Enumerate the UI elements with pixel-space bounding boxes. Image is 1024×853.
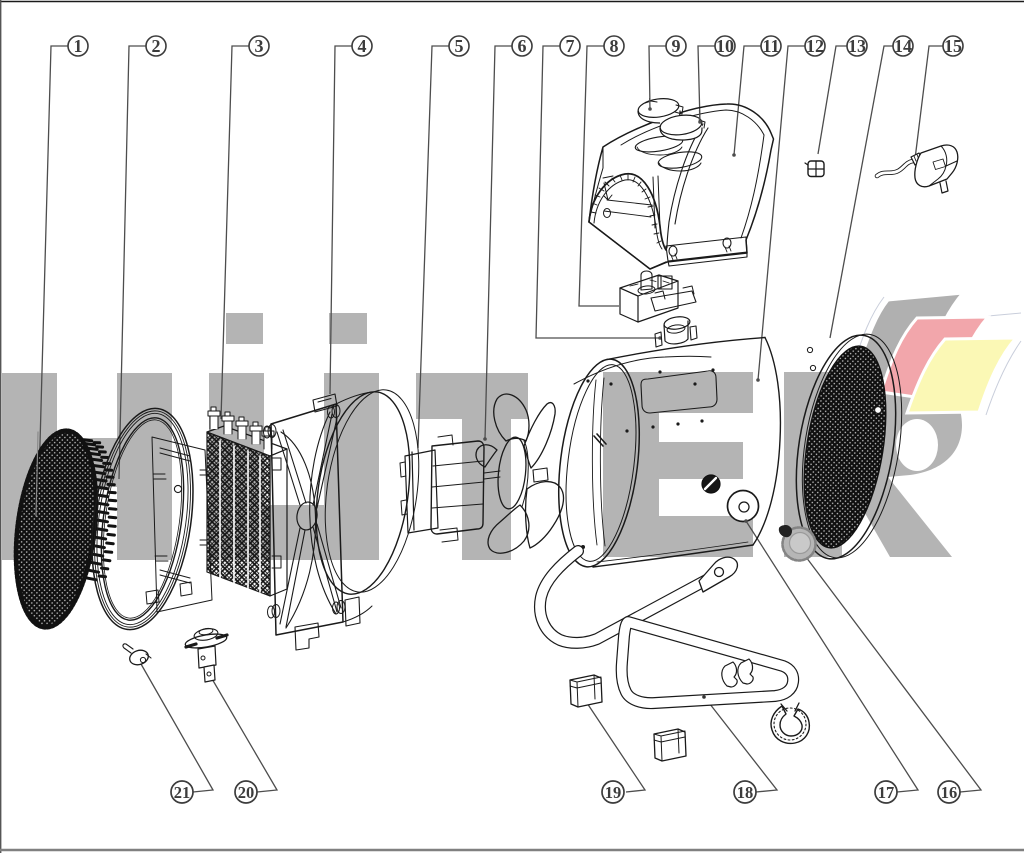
svg-text:4: 4 xyxy=(358,36,367,56)
svg-text:10: 10 xyxy=(716,36,734,56)
svg-text:18: 18 xyxy=(737,783,754,802)
svg-text:21: 21 xyxy=(174,783,191,802)
svg-text:5: 5 xyxy=(455,36,464,56)
svg-text:17: 17 xyxy=(878,783,895,802)
svg-text:1: 1 xyxy=(74,36,83,56)
svg-text:8: 8 xyxy=(610,36,619,56)
svg-text:9: 9 xyxy=(672,36,681,56)
svg-text:13: 13 xyxy=(848,36,866,56)
svg-text:3: 3 xyxy=(255,36,264,56)
svg-text:20: 20 xyxy=(238,783,255,802)
svg-text:16: 16 xyxy=(941,783,958,802)
svg-text:7: 7 xyxy=(566,36,575,56)
svg-text:15: 15 xyxy=(944,36,962,56)
svg-text:12: 12 xyxy=(806,36,824,56)
svg-text:19: 19 xyxy=(605,783,622,802)
svg-text:14: 14 xyxy=(894,36,912,56)
svg-text:2: 2 xyxy=(152,36,161,56)
svg-text:11: 11 xyxy=(762,36,779,56)
svg-text:6: 6 xyxy=(518,36,527,56)
